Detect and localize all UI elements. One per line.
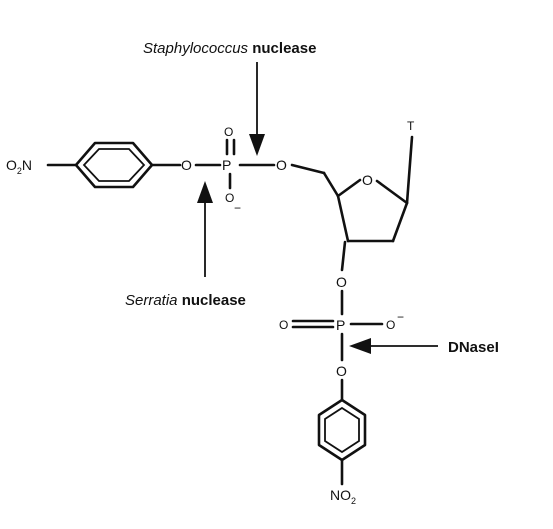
label-dnasei: DNaseI	[448, 339, 499, 356]
label-staphylococcus-nuclease: Staphylococcus nuclease	[143, 40, 316, 57]
charge-minus-bottom: −	[397, 310, 404, 324]
atom-base-t: T	[407, 119, 415, 133]
staphylococcus-nuclease-annotation: Staphylococcus nuclease	[143, 40, 316, 156]
atom-o-3prime: O	[336, 274, 347, 290]
atom-o-ring: O	[362, 172, 373, 188]
atom-o-minus-bottom: O	[386, 318, 395, 332]
label-serratia-nuclease: Serratia nuclease	[125, 292, 246, 309]
atom-o-double-bottom: O	[279, 318, 288, 332]
dnasei-annotation: DNaseI	[349, 338, 499, 356]
benzene-inner-ring-bottom	[324, 406, 360, 454]
serratia-nuclease-annotation: Serratia nuclease	[125, 181, 246, 309]
arrow-head-dnase	[349, 338, 371, 354]
atom-o-lower: O	[336, 363, 347, 379]
atom-no2-bottom: NO2	[330, 487, 356, 506]
arrow-head-staph	[249, 134, 265, 156]
atom-o-minus-top: O	[225, 191, 234, 205]
bond-c5-c4	[322, 171, 340, 198]
nitrophenyl-top: O2N O	[6, 141, 222, 189]
phosphate-top: P O O − O	[222, 125, 287, 215]
phosphate-bottom: P O O − O	[279, 310, 404, 402]
atom-p-bottom: P	[336, 317, 345, 333]
atom-o-left: O	[181, 157, 192, 173]
bond-oring-c1	[375, 179, 409, 205]
atom-p-top: P	[222, 157, 231, 173]
atom-o-5prime: O	[276, 157, 287, 173]
bond-c3-o3	[340, 240, 347, 272]
bond-c1-c2	[391, 201, 409, 243]
benzene-inner-ring-top	[82, 148, 146, 182]
bond-o5-c5	[290, 163, 326, 175]
atom-o-double-top: O	[224, 125, 233, 139]
deoxyribose-sugar: O T O	[290, 119, 415, 316]
bond-c4-oring	[336, 178, 362, 198]
bond-c3-c4	[336, 194, 350, 243]
bond-c1-base	[405, 135, 414, 205]
charge-minus-top: −	[234, 201, 241, 215]
atom-o2n-top: O2N	[6, 157, 32, 176]
arrow-head-serratia	[197, 181, 213, 203]
nitrophenyl-bottom: NO2	[317, 398, 367, 506]
